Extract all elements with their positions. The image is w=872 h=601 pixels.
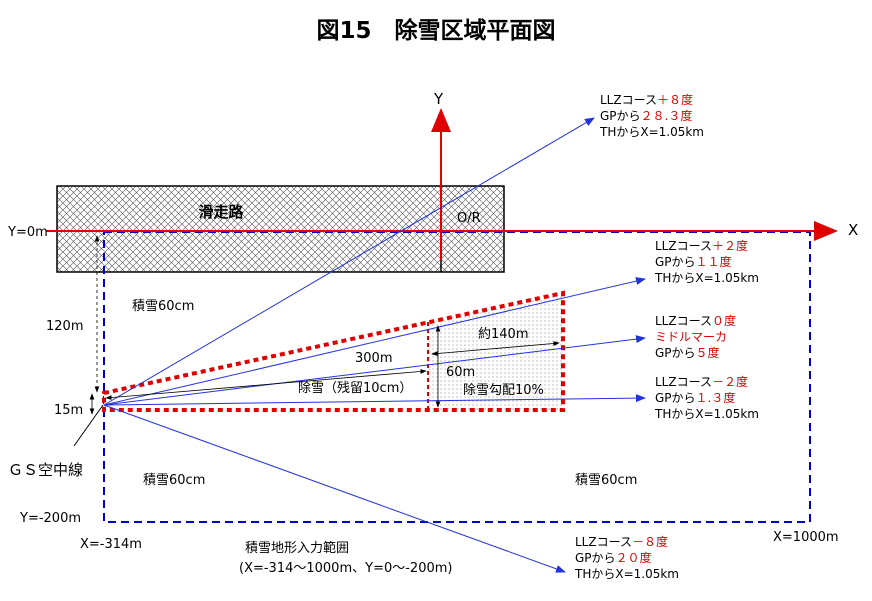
runway [56, 185, 505, 273]
y-axis-label: Y [433, 90, 444, 108]
ray-note-minus8-line-3: THからX=1.05km [574, 567, 679, 581]
dim-140m-label: 約140m [478, 327, 528, 342]
ray-note-segment: THからX=1.05km [654, 407, 759, 421]
ray-note-plus8-line-2: GPから２８.３度 [600, 108, 692, 123]
x-max-label: X=1000m [773, 530, 839, 545]
ray-note-segment: ＋２度 [712, 238, 748, 253]
runway-label: 滑走路 [198, 203, 244, 221]
ray-note-segment: １.３度 [696, 390, 736, 405]
ray-note-minus2-line-2: GPから１.３度 [655, 390, 735, 405]
ray-note-segment: GPから [655, 255, 696, 269]
ray-note-segment: －２度 [712, 374, 748, 389]
slope-zone-label: 除雪勾配10% [463, 383, 544, 398]
ray-note-zero-line-2: ミドルマーカ [655, 330, 727, 344]
ray-annotations: LLZコース＋８度GPから２８.３度THからX=1.05kmLLZコース＋２度G… [574, 92, 759, 581]
ray-note-plus2-line-3: THからX=1.05km [654, 271, 759, 285]
ray-note-segment: GPから [575, 551, 616, 565]
ray-note-segment: ０度 [712, 313, 736, 328]
overrun-label: O/R [457, 211, 481, 226]
range-title: 積雪地形入力範囲 [245, 541, 349, 556]
ray-note-segment: －８度 [632, 534, 668, 549]
ray-note-minus8-line-2: GPから２０度 [575, 550, 652, 565]
ray-note-segment: LLZコース [655, 314, 712, 328]
ray-note-plus2-line-2: GPから１１度 [655, 254, 732, 269]
gs-antenna-leader [73, 404, 104, 447]
ray-note-zero-line-3: GPから５度 [655, 345, 720, 360]
ray-note-plus8-line-1: LLZコース＋８度 [600, 92, 693, 107]
ray-note-minus2-line-1: LLZコース－２度 [655, 374, 748, 389]
ray-note-segment: ２０度 [616, 550, 652, 565]
ray-note-segment: ５度 [696, 345, 720, 360]
gs-antenna-label: ＧＳ空中線 [8, 461, 83, 479]
x-axis-label: X [848, 221, 858, 239]
snow-60cm-label-upper: 積雪60cm [132, 299, 194, 314]
ray-note-segment: THからX=1.05km [654, 271, 759, 285]
ray-note-segment: LLZコース [600, 93, 657, 107]
ray-note-segment: THからX=1.05km [599, 125, 704, 139]
ray-note-segment: THからX=1.05km [574, 567, 679, 581]
ray-minus2 [103, 394, 646, 406]
dim-60m-label: 60m [446, 365, 475, 380]
ray-minus8 [103, 404, 566, 573]
ray-note-minus2-line-3: THからX=1.05km [654, 407, 759, 421]
dim-15m-label: 15m [54, 403, 83, 418]
ray-note-segment: LLZコース [655, 239, 712, 253]
ray-note-segment: ＋８度 [657, 92, 693, 107]
snow-60cm-label-lower-right: 積雪60cm [575, 473, 637, 488]
x-min-label: X=-314m [80, 537, 142, 552]
ray-note-segment: ミドルマーカ [655, 330, 727, 344]
snow-60cm-label-lower-left: 積雪60cm [143, 473, 205, 488]
origin-label: Y=0m [7, 225, 48, 240]
range-spec: (X=-314～1000m、Y=0～-200m) [239, 561, 452, 576]
dim-300m-label: 300m [355, 351, 392, 366]
ray-note-minus8-line-1: LLZコース－８度 [575, 534, 668, 549]
snow-removal-zone-outline [102, 290, 565, 412]
cleared-zone-label: 除雪（残留10cm） [298, 381, 412, 396]
diagram-title: 図15 除雪区域平面図 [316, 17, 555, 44]
ray-note-segment: LLZコース [655, 375, 712, 389]
ray-note-zero-line-1: LLZコース０度 [655, 313, 736, 328]
ray-note-plus8-line-3: THからX=1.05km [599, 125, 704, 139]
dim-140m-line [431, 341, 560, 356]
dim-120m-label: 120m [46, 319, 83, 334]
ray-note-segment: GPから [655, 391, 696, 405]
ray-note-plus2-line-1: LLZコース＋２度 [655, 238, 748, 253]
ray-note-segment: LLZコース [575, 535, 632, 549]
dim-300m-line [105, 369, 427, 400]
ray-note-segment: ２８.３度 [641, 108, 693, 123]
ray-note-segment: GPから [600, 109, 641, 123]
ray-note-segment: GPから [655, 346, 696, 360]
y-min-label: Y=-200m [19, 511, 81, 526]
cleared-zone [104, 322, 428, 410]
ray-plus8 [103, 117, 595, 406]
ray-note-segment: １１度 [696, 254, 732, 269]
